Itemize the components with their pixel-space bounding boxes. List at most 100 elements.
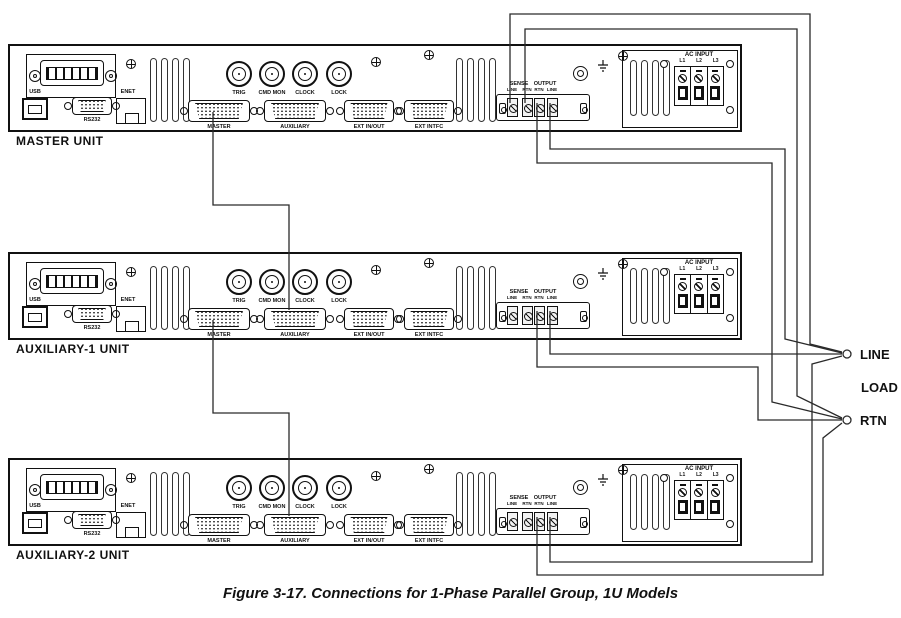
mounting-hole (726, 106, 734, 114)
auxiliary-port-label: AUXILIARY (280, 538, 310, 544)
vent-slot (172, 58, 179, 122)
screw-icon (678, 487, 688, 497)
terminal-output-rtn (534, 512, 545, 531)
gpib-port (40, 474, 104, 500)
cmd-mon-label: CMD MON (258, 90, 286, 96)
usb-port (22, 98, 48, 120)
auxiliary-port (256, 308, 334, 330)
ground-icon (598, 474, 608, 486)
phase-l3-label: L3 (712, 471, 719, 478)
rear-panel-chassis: USB RS232 ENET TRIG CMD MON CLOCK LOCK M… (8, 458, 742, 546)
usb-label: USB (29, 503, 41, 509)
ext-inout-pins (350, 311, 388, 327)
vent-slot (161, 266, 168, 330)
phase-l1-label: L1 (679, 471, 686, 478)
vent-slot (478, 58, 485, 122)
enet-label: ENET (120, 89, 136, 95)
vent-slot (161, 472, 168, 536)
bnc-cmd-mon (259, 269, 285, 295)
terminal-sense-rtn (522, 306, 533, 325)
vent-slot (663, 268, 670, 324)
screw-icon (618, 465, 628, 475)
ac-input-block: AC INPUT L1 L2 L3 (674, 52, 724, 106)
enet-label: ENET (120, 503, 136, 509)
unit-auxiliary-2: USB RS232 ENET TRIG CMD MON CLOCK LOCK M… (8, 458, 742, 546)
output-rtn-sublabel: RTN (534, 87, 544, 92)
ext-intfc-pins (410, 517, 448, 533)
master-pins (195, 103, 243, 119)
terminal-output-line (547, 98, 558, 117)
usb-port-inner (28, 313, 42, 322)
terminal-block-tab (499, 311, 507, 322)
usb-label: USB (29, 297, 41, 303)
auxiliary-pins (271, 311, 319, 327)
vent-slot (183, 58, 190, 122)
vent-slot (172, 472, 179, 536)
unit-auxiliary-2-label: AUXILIARY-2 UNIT (16, 548, 130, 562)
vent-slot (172, 266, 179, 330)
ac-terminal-block (674, 273, 724, 314)
phase-l2-label: L2 (696, 471, 702, 478)
master-port (180, 308, 258, 330)
bnc-trig (226, 269, 252, 295)
gpib-pins (46, 481, 98, 494)
lock-label: LOCK (331, 504, 347, 510)
ac-terminal-l2 (690, 274, 706, 313)
unit-auxiliary-1: USB RS232 ENET TRIG CMD MON CLOCK LOCK M… (8, 252, 742, 340)
screw-icon (371, 265, 381, 275)
vent-slots (630, 474, 670, 530)
rs232-label: RS232 (83, 117, 101, 123)
ac-terminal-l3 (706, 274, 723, 313)
ext-intfc-port (396, 308, 462, 330)
ac-terminal-l3 (706, 66, 723, 105)
auxiliary-port-label: AUXILIARY (280, 332, 310, 338)
vent-slots (456, 472, 496, 536)
gpib-pins (46, 67, 98, 80)
ethernet-port (116, 98, 146, 124)
auxiliary-pins (271, 517, 319, 533)
ac-input-block: AC INPUT L1 L2 L3 (674, 260, 724, 314)
screw-icon (424, 50, 434, 60)
vent-slot (467, 58, 474, 122)
load-rtn-terminal (842, 415, 852, 425)
ext-inout-pins (350, 103, 388, 119)
terminal-sense-line (507, 306, 518, 325)
ac-terminal-l1 (675, 481, 690, 519)
ac-terminal-l3 (706, 480, 723, 519)
mounting-hole (726, 268, 734, 276)
ac-terminal-l1 (675, 275, 690, 313)
unit-master: USB RS232 ENET TRIG CMD MON CLOCK LOCK M… (8, 44, 742, 132)
load-line-terminal (842, 349, 852, 359)
mounting-hole (726, 60, 734, 68)
sense-line-sublabel: LINE (506, 501, 518, 506)
phase-l3-label: L3 (712, 265, 719, 272)
bnc-trig (226, 475, 252, 501)
load-label: LOAD (861, 380, 898, 395)
ethernet-port (116, 512, 146, 538)
rs232-port (64, 97, 120, 115)
ac-terminal-l2 (690, 480, 706, 519)
output-rtn-sublabel: RTN (534, 501, 544, 506)
output-line-sublabel: LINE (546, 87, 558, 92)
vent-slot (183, 472, 190, 536)
bnc-lock (326, 269, 352, 295)
ext-inout-label: EXT IN/OUT (353, 124, 385, 130)
ext-intfc-label: EXT INTFC (414, 538, 444, 544)
rs232-pins (78, 308, 106, 320)
mounting-hole (660, 268, 668, 276)
mounting-hole (726, 520, 734, 528)
vent-slot (183, 266, 190, 330)
ground-icon (598, 268, 608, 280)
vent-slot (478, 266, 485, 330)
screw-icon (694, 73, 704, 83)
sense-line-sublabel: LINE (506, 295, 518, 300)
mounting-hole (660, 474, 668, 482)
terminal-sense-rtn (522, 512, 533, 531)
screw-icon (710, 281, 720, 291)
bnc-cmd-mon (259, 61, 285, 87)
vent-slot (456, 266, 463, 330)
master-pins (195, 311, 243, 327)
clock-label: CLOCK (295, 298, 315, 304)
screw-icon (371, 471, 381, 481)
